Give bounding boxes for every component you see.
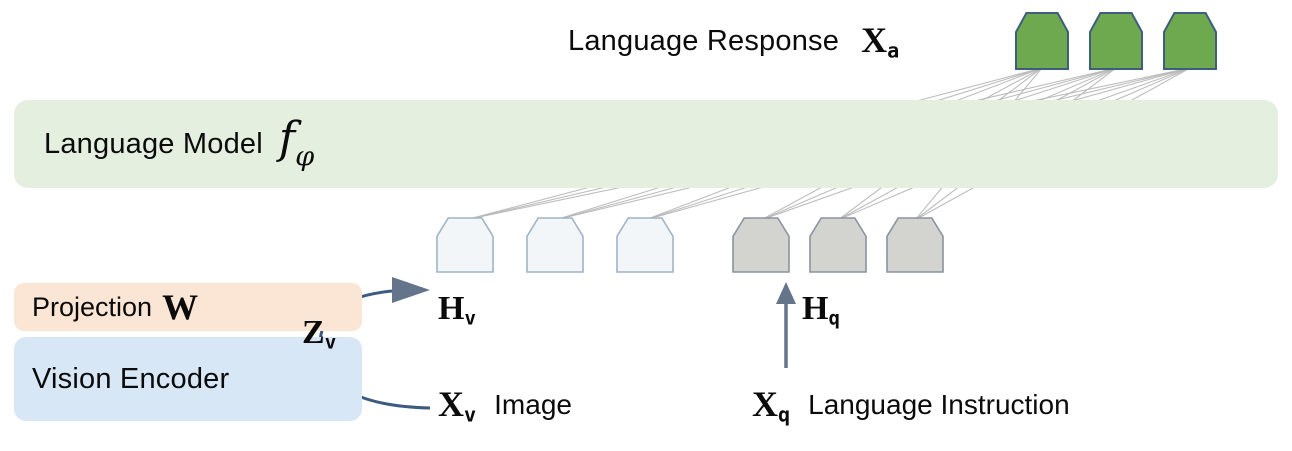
response-token (1015, 12, 1069, 70)
h-q-symbol: Hq (802, 290, 840, 330)
vision-encoder-label: Vision Encoder (32, 362, 230, 395)
f-phi-symbol: fφ (278, 113, 315, 173)
language-model-label: Language Model (44, 127, 263, 160)
vision-token (616, 217, 674, 273)
language-instruction-caption: Language Instruction (808, 389, 1070, 421)
vision-encoder-bar: Vision Encoder (14, 337, 362, 421)
x-q-symbol: Xq (752, 384, 791, 427)
w-symbol: W (162, 287, 199, 327)
language-response-row: Language Response Xa (568, 22, 899, 61)
vision-token (436, 217, 494, 273)
query-arrowhead-icon (776, 282, 796, 304)
query-token (809, 217, 867, 273)
x-a-symbol: Xa (861, 20, 900, 63)
z-v-symbol: Zv (302, 314, 337, 354)
query-token (886, 217, 944, 273)
x-v-symbol: Xv (438, 384, 477, 427)
query-token (732, 217, 790, 273)
response-token (1089, 12, 1143, 70)
h-v-symbol: Hv (438, 290, 476, 330)
projection-label: Projection (32, 291, 153, 322)
image-caption: Image (494, 389, 572, 421)
projection-bar: Projection W (14, 283, 362, 331)
language-response-label: Language Response (568, 24, 840, 57)
projection-arrowhead-icon (392, 277, 430, 303)
image-input-row: Xv Image (438, 386, 572, 425)
instruction-input-row: Xq Language Instruction (752, 386, 1070, 425)
language-model-bar: Language Model fφ (14, 100, 1278, 188)
response-token (1163, 12, 1217, 70)
vision-token (526, 217, 584, 273)
